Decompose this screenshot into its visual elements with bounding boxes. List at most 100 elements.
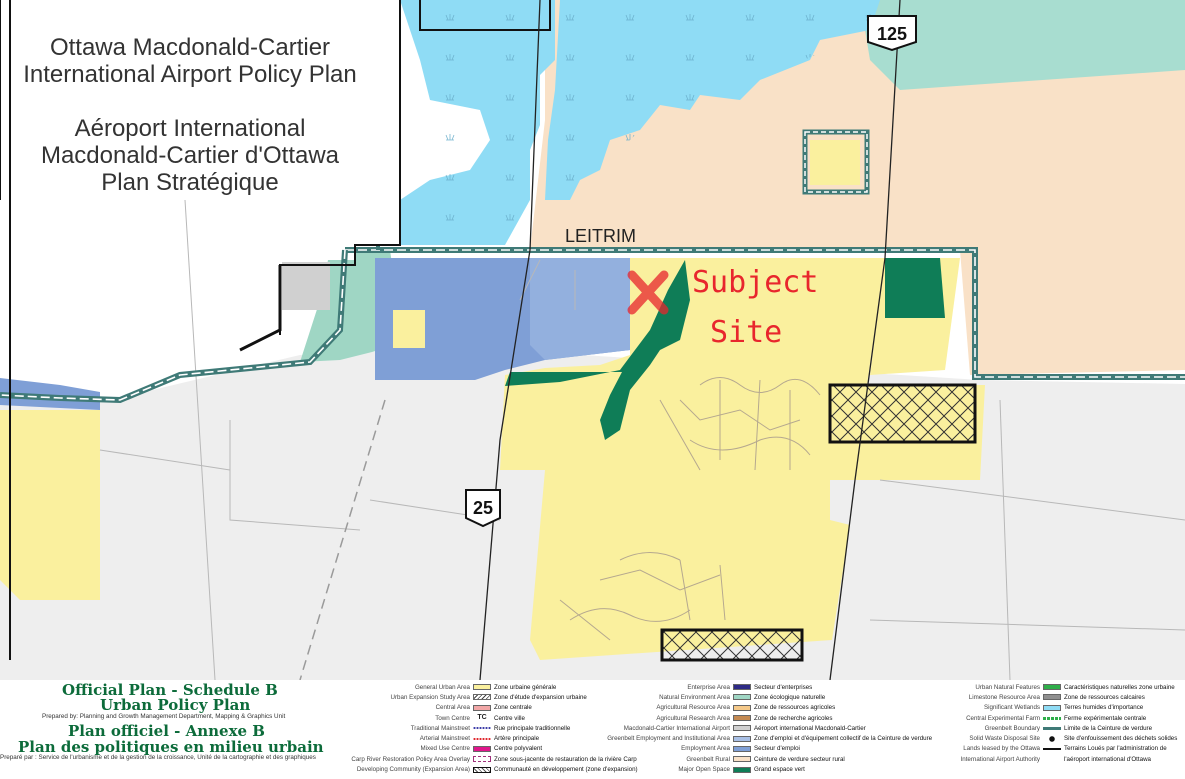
legend-item-fr: Zone sous-jacente de restauration de la … (494, 755, 637, 763)
title-fr-line3: Plan Stratégique (101, 169, 278, 196)
legend-item-en: Agricultural Research Area (656, 714, 730, 722)
legend-item-fr: Ceinture de verdure secteur rural (754, 755, 845, 763)
legend-item: International Airport Authority l'aéropor… (915, 754, 1177, 764)
title-fr-line1: Aéroport International (75, 115, 306, 142)
legend-item: Greenbelt Employment and Institutional A… (590, 733, 932, 743)
legend-item: Urban Expansion Study Area Zone d'étude d… (330, 692, 638, 702)
legend-swatch (733, 704, 751, 711)
legend-item-en: International Airport Authority (960, 755, 1040, 763)
legend-item-en: Solid Waste Disposal Site (969, 735, 1040, 743)
legend-item-en: Greenbelt Rural (686, 755, 730, 763)
legend-item-fr: Secteur d'emploi (754, 745, 800, 753)
legend-item-fr: Ferme expérimentale centrale (1064, 714, 1147, 722)
airport-authority-boundary (0, 0, 551, 660)
svg-text:125: 125 (877, 24, 907, 44)
title-en-line1: Ottawa Macdonald-Cartier (50, 34, 330, 61)
employment-area-greenbelt (530, 258, 630, 360)
legend-item-fr: Zone d'étude d'expansion urbaine (494, 693, 587, 701)
legend-swatch (733, 715, 751, 722)
legend-item: Carp River Restoration Policy Area Overl… (330, 754, 638, 764)
legend-swatch (733, 735, 751, 742)
legend-swatch (733, 684, 751, 691)
legend-item-en: Limestone Resource Area (968, 693, 1040, 701)
legend-item-en: Major Open Space (678, 766, 730, 774)
legend-item-en: Agricultural Resource Area (656, 704, 730, 712)
legend-swatch (473, 756, 491, 763)
legend-swatch (473, 735, 491, 742)
legend-item-fr: Terrains Loués par l'administration de (1064, 745, 1167, 753)
legend-item-en: Lands leased by the Ottawa (963, 745, 1040, 753)
highway-25-line (479, 0, 541, 680)
legend-swatch (473, 704, 491, 711)
legend-swatch (1043, 704, 1061, 711)
legend-item: General Urban Area Zone urbaine générale (330, 682, 638, 692)
title-en-line2: International Airport Policy Plan (23, 61, 357, 88)
legend-item-fr: l'aéroport international d'Ottawa (1064, 755, 1151, 763)
legend-swatch (733, 756, 751, 763)
legend-item-en: Significant Wetlands (984, 704, 1040, 712)
legend-item: Developing Community (Expansion Area)Com… (330, 764, 638, 774)
legend-item-en: Greenbelt Employment and Institutional A… (607, 735, 730, 743)
legend-item-fr: Zone d'emploi et d'équipement collectif … (754, 735, 933, 743)
legend-item-fr: Zone de ressources calcaires (1064, 693, 1145, 701)
legend-item: Greenbelt Boundary Limite de la Ceinture … (915, 723, 1177, 733)
legend-item: Traditional Mainstreet Rue principale tra… (330, 723, 638, 733)
legend-item-fr: Rue principale traditionnelle (494, 724, 571, 732)
dashed-road (299, 399, 386, 680)
legend-item-en: Central Area (435, 704, 470, 712)
legend-item: Significant Wetlands Terres humides d'imp… (915, 703, 1177, 713)
legend-item: Limestone Resource Area Zone de ressource… (915, 692, 1177, 702)
legend-swatch (1043, 748, 1061, 750)
subdivision-streets (559, 377, 821, 641)
legend-item-fr: Caractéristiques naturelles zone urbaine (1064, 683, 1175, 691)
legend-prepared-en: Prepared by: Planning and Growth Managem… (42, 713, 286, 720)
legend-item-fr: Terres humides d'importance (1064, 704, 1144, 712)
legend: Official Plan - Schedule B Urban Policy … (0, 680, 1185, 779)
legend-swatch (733, 766, 751, 773)
legend-item: Lands leased by the Ottawa Terrains Loués… (915, 744, 1177, 754)
legend-item-fr: Site d'enfouissement des déchets solides (1064, 735, 1178, 743)
legend-item: Solid Waste Disposal Site Site d'enfouiss… (915, 733, 1177, 743)
legend-item-fr: Centre ville (494, 714, 525, 722)
legend-item-en: Arterial Mainstreet (419, 735, 470, 743)
legend-item-fr: Limite de la Ceinture de verdure (1064, 724, 1153, 732)
legend-item-en: Urban Expansion Study Area (390, 693, 470, 701)
legend-item-fr: Zone centrale (494, 704, 532, 712)
map: Ottawa Macdonald-Cartier International A… (0, 0, 1185, 680)
legend-item-en: Traditional Mainstreet (410, 724, 470, 732)
legend-item-en: Carp River Restoration Policy Area Overl… (351, 755, 470, 763)
legend-swatch (1043, 726, 1061, 730)
legend-item-en: Greenbelt Boundary (984, 724, 1040, 732)
legend-item-en: Natural Environment Area (659, 693, 730, 701)
airport-grey-parcel (282, 262, 330, 310)
legend-item-fr: Centre polyvalent (494, 745, 543, 753)
svg-text:25: 25 (473, 498, 493, 518)
leitrim-road-label: LEITRIM (565, 226, 636, 246)
legend-item-en: General Urban Area (414, 683, 470, 691)
subject-site-label-line2: Site (710, 315, 782, 350)
legend-title-en: Official Plan - Schedule B (62, 681, 278, 699)
major-open-space (505, 258, 945, 440)
highway-125-line (829, 0, 901, 680)
legend-item-en: Employment Area (681, 745, 730, 753)
legend-swatch (733, 725, 751, 732)
legend-swatch (733, 694, 751, 701)
legend-swatch (1043, 684, 1061, 691)
legend-swatch (1043, 716, 1061, 720)
significant-wetlands (400, 0, 880, 245)
legend-swatch (1043, 735, 1061, 742)
legend-item-fr: Zone urbaine générale (494, 683, 557, 691)
natural-environment-top (860, 0, 1185, 90)
legend-item-fr: Zone de recherche agricoles (754, 714, 833, 722)
legend-swatch (473, 694, 491, 701)
legend-swatch (473, 725, 491, 732)
greenbelt-boundary (0, 245, 1185, 404)
